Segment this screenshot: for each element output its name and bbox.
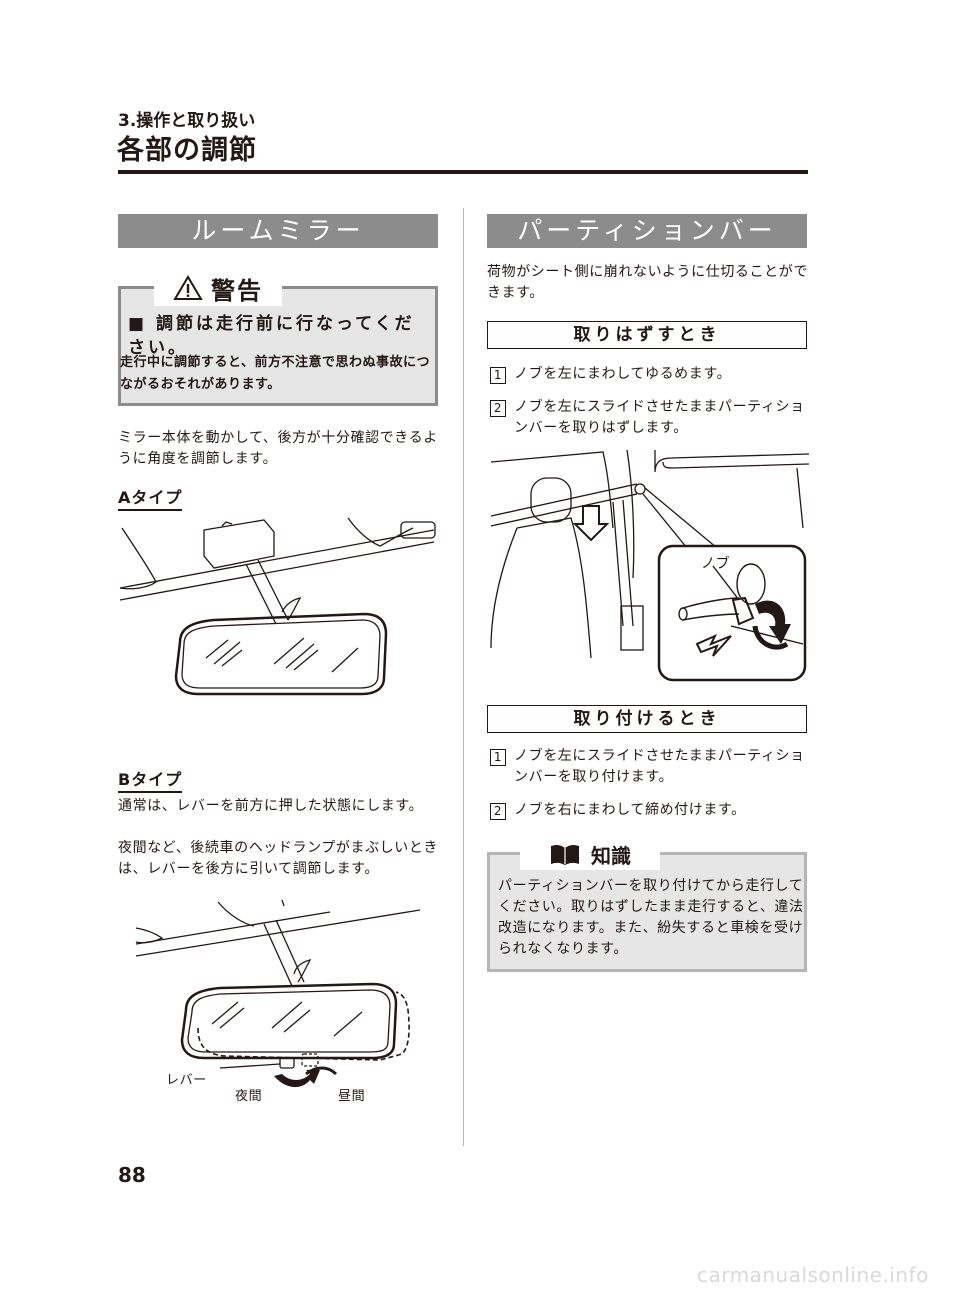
remove-heading: 取りはずすとき (487, 321, 807, 349)
remove-step-1: 1 ノブを左にまわしてゆるめます。 (490, 364, 810, 385)
step-number: 1 (490, 367, 506, 384)
attach-step-1: 1 ノブを左にスライドさせたままパーティションバーを取り付けます。 (490, 746, 810, 788)
header-rule (118, 170, 808, 174)
step-text: ノブを左にスライドさせたままパーティションバーを取りはずします。 (514, 399, 805, 436)
type-b-text-1: 通常は、レバーを前方に押した状態にします。 (118, 798, 424, 814)
info-header: 知識 (520, 838, 660, 870)
step-text: ノブを右にまわして締め付けます。 (514, 802, 746, 818)
lever-label: レバー (166, 1073, 207, 1088)
step-number: 2 (490, 803, 506, 820)
remove-step-2: 2 ノブを左にスライドさせたままパーティションバーを取りはずします。 (490, 397, 810, 439)
book-icon (551, 844, 579, 865)
step-text: ノブを左にスライドさせたままパーティションバーを取り付けます。 (514, 748, 805, 785)
info-box (487, 852, 807, 972)
info-label: 知識 (591, 843, 631, 868)
night-label: 夜間 (235, 1089, 263, 1104)
step-number: 1 (490, 749, 506, 766)
warning-triangle-icon (173, 275, 203, 300)
attach-heading: 取り付けるとき (487, 705, 807, 733)
partition-intro: 荷物がシート側に崩れないように仕切ることができます。 (487, 264, 808, 301)
partition-bar-figure (490, 449, 809, 682)
column-divider (463, 208, 464, 1146)
mirror-type-a-figure (119, 517, 436, 696)
knob-label: ノブ (701, 556, 731, 572)
footer-watermark: carmanualsonline.info (697, 1263, 929, 1287)
day-label: 昼間 (338, 1089, 366, 1104)
step-text: ノブを左にまわしてゆるめます。 (514, 366, 732, 382)
section-title: 各部の調節 (117, 135, 257, 166)
attach-step-2: 2 ノブを右にまわして締め付けます。 (490, 800, 810, 821)
info-text: パーティションバーを取り付けてから走行してください。取りはずしたまま走行すると、… (498, 878, 804, 957)
partition-bar-title: パーティションバー (487, 214, 807, 248)
warning-main-text: ■ 調節は走行前に行なってください。 (128, 314, 415, 358)
page-number: 88 (118, 1163, 146, 1187)
chapter-title: 3.操作と取り扱い (118, 111, 256, 131)
warning-header: 警告 (154, 270, 282, 306)
type-b-text-2: 夜間など、後続車のヘッドランプがまぶしいときは、レバーを後方に引いて調節します。 (118, 840, 439, 877)
step-number: 2 (490, 400, 506, 417)
mirror-intro: ミラー本体を動かして、後方が十分確認できるように角度を調節します。 (118, 430, 438, 467)
warning-box (118, 286, 438, 406)
room-mirror-bar: ルームミラー (118, 214, 438, 248)
type-a-heading: Aタイプ (118, 484, 183, 511)
mirror-type-b-figure (135, 899, 421, 1088)
type-b-heading: Bタイプ (118, 766, 183, 793)
warning-label: 警告 (211, 276, 263, 305)
warning-sub-text: 走行中に調節すると、前方不注意で思わぬ事故につながるおそれがあります。 (120, 355, 430, 392)
